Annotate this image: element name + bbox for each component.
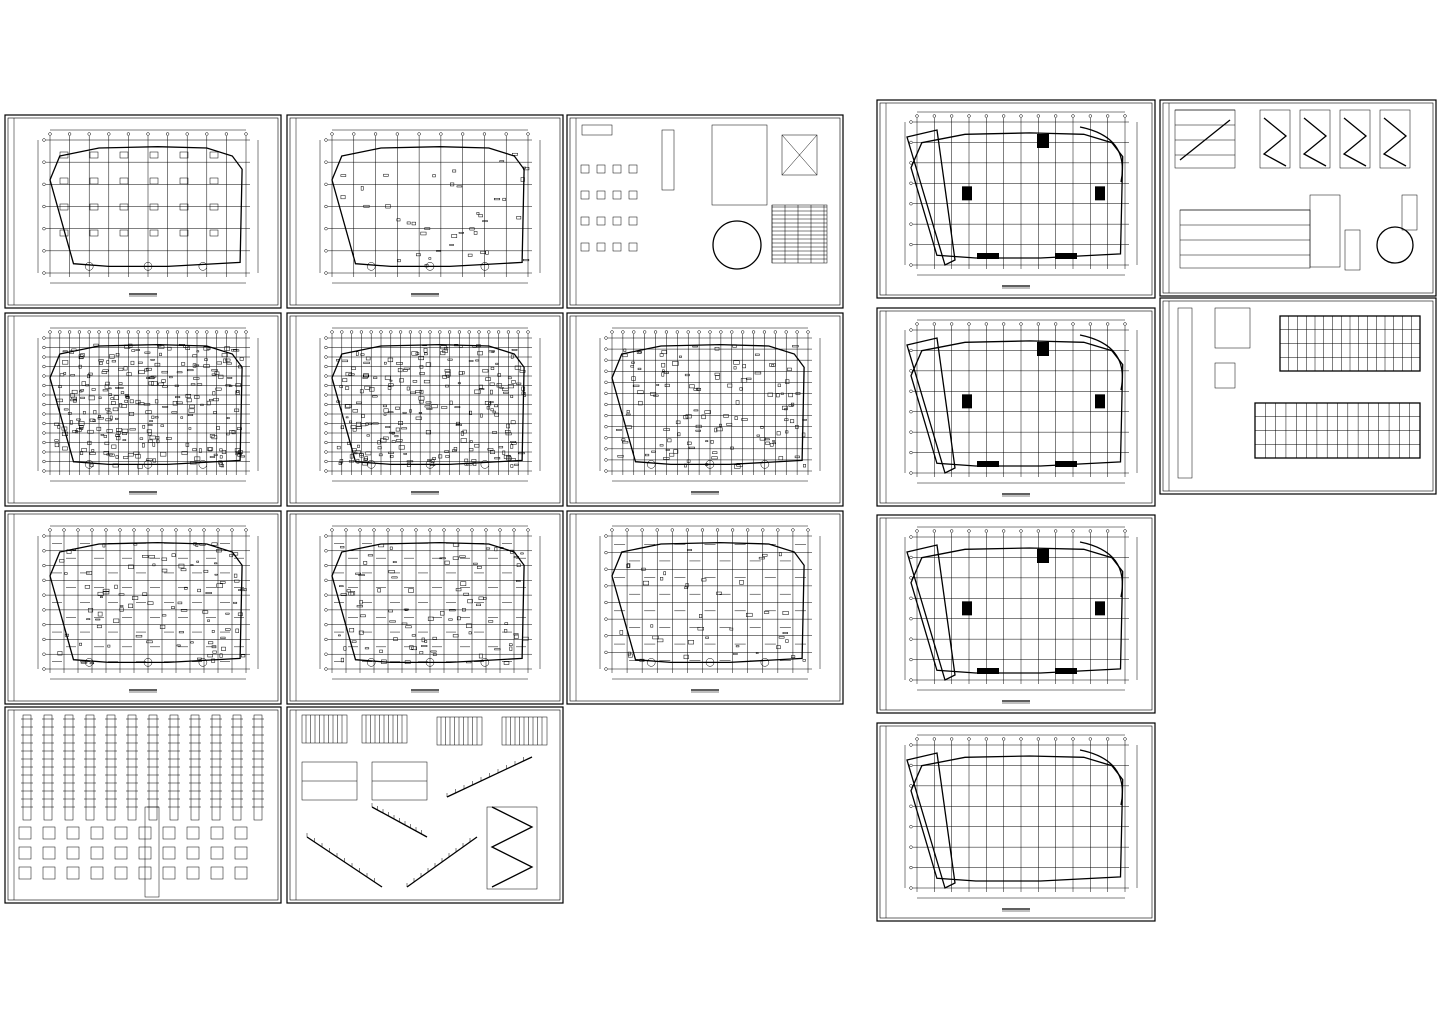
sheet-s11	[287, 707, 563, 903]
sheet-s12	[877, 100, 1155, 298]
sheet-s5	[287, 313, 563, 506]
sheet-s14	[877, 515, 1155, 713]
sheet-s15	[877, 723, 1155, 921]
sheet-s9	[567, 511, 843, 704]
sheet-s4	[5, 313, 281, 506]
sheet-s8	[287, 511, 563, 704]
sheet-s6	[567, 313, 843, 506]
sheet-layer	[5, 100, 1436, 921]
sheet-s1	[5, 115, 281, 308]
sheet-s10	[5, 707, 281, 903]
sheet-s7	[5, 511, 281, 704]
sheet-s13	[877, 308, 1155, 506]
sheet-s16	[1160, 100, 1436, 296]
sheet-s2	[287, 115, 563, 308]
sheet-s17	[1160, 298, 1436, 494]
sheet-s3	[567, 115, 843, 308]
